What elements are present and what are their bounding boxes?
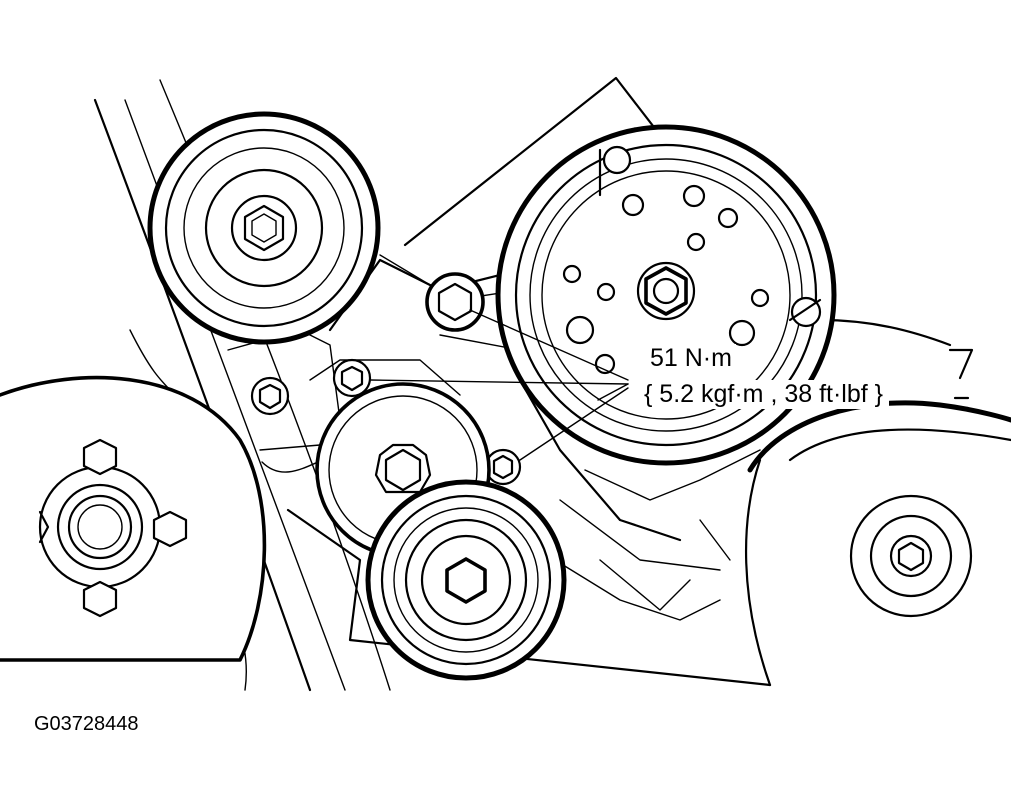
bolt-hex-icon <box>644 266 688 316</box>
crankshaft-pulley <box>0 375 267 662</box>
bolt-hex-icon <box>897 541 925 572</box>
figure-id-label: G03728448 <box>34 713 139 735</box>
water-pump-pulley <box>495 124 837 466</box>
upper-idler-pulley <box>147 111 381 345</box>
bolt-hex-icon <box>243 204 285 252</box>
bolt-hex-icon <box>82 580 118 618</box>
torque-leader-lines <box>369 309 629 461</box>
power-steering-pulley <box>744 400 1011 687</box>
bolt-hex-icon <box>445 557 487 604</box>
torque-value-label: 51 N·m <box>648 344 736 373</box>
bracket-bolts <box>250 272 595 486</box>
alternator-pulley <box>365 479 567 681</box>
bolt-hex-icon <box>82 438 118 476</box>
torque-alternate-units-label: { 5.2 kgf·m , 38 ft·lbf } <box>642 380 890 409</box>
bolt-hex-icon <box>152 510 188 548</box>
